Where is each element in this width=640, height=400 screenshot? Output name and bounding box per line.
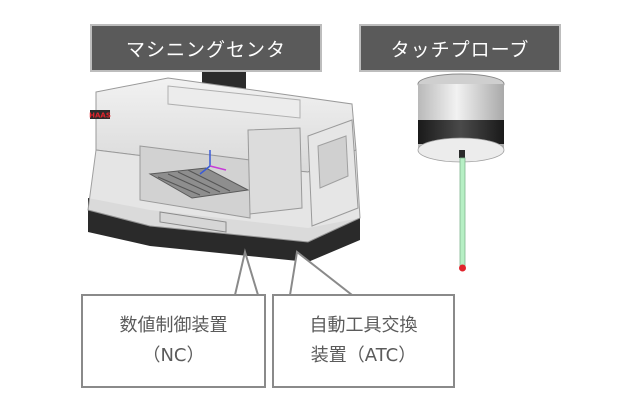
nc-label-line1: 数値制御装置 — [119, 315, 228, 336]
probe-body-upper — [418, 84, 504, 120]
touch-probe-illustration — [417, 73, 505, 272]
atc-label-line1: 自動工具交換 — [309, 315, 418, 336]
machine-logo: HAAS — [89, 112, 111, 120]
touch-probe-label: タッチプローブ — [359, 24, 561, 72]
side-window — [317, 135, 349, 189]
atc-label-line2: 装置（ATC） — [310, 345, 417, 366]
front-door — [247, 127, 303, 215]
probe-tip — [459, 264, 466, 272]
work-table — [148, 167, 250, 199]
atc-label-box: 自動工具交換 装置（ATC） — [272, 294, 455, 388]
x-axis-marker — [209, 165, 227, 171]
probe-stylus-mount — [459, 150, 465, 158]
machining-center-illustration: HAAS — [87, 70, 361, 262]
atc-callout-pointer — [288, 250, 355, 296]
machining-center-label: マシニングセンタ — [90, 24, 322, 72]
nc-label-line2: （NC） — [142, 345, 205, 366]
machine-logo-badge — [90, 110, 110, 119]
nc-label-box: 数値制御装置 （NC） — [81, 294, 266, 388]
probe-stylus — [459, 157, 466, 267]
enclosure-upper-frame — [167, 85, 301, 119]
y-axis-marker — [199, 165, 211, 175]
nc-callout-pointer — [233, 248, 260, 296]
chip-drawer — [159, 211, 227, 233]
